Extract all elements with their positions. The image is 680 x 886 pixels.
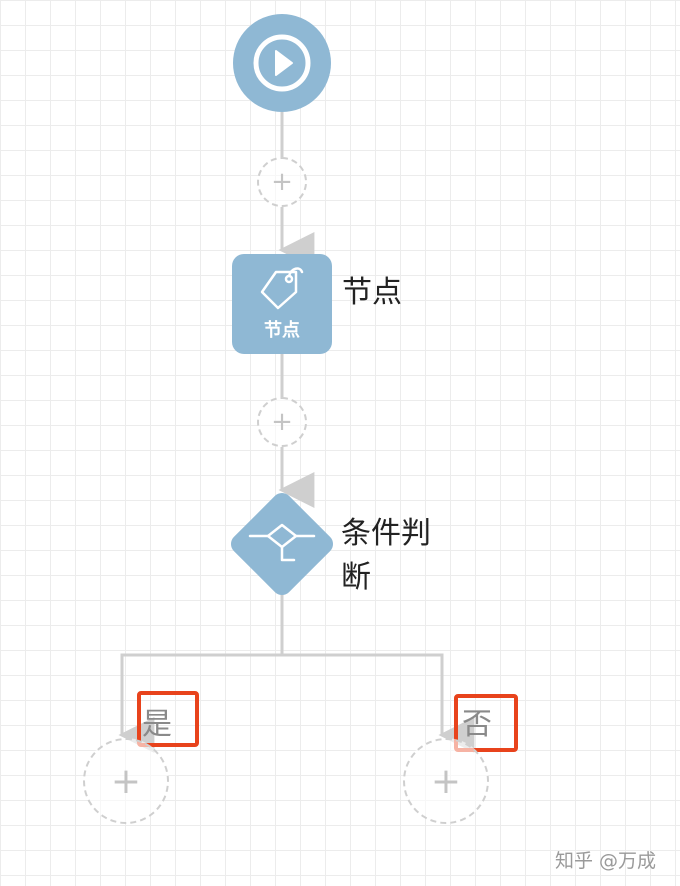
branch-no-highlight: [454, 694, 518, 752]
branch-no-label: 否: [462, 707, 492, 742]
condition-label-line1: 条件判: [341, 516, 431, 551]
add-node-button[interactable]: +: [257, 157, 307, 207]
condition-label-line2: 断: [341, 560, 371, 595]
add-branch-yes-button[interactable]: +: [83, 738, 169, 824]
branch-yes-highlight: [137, 691, 199, 747]
add-node-button[interactable]: +: [257, 397, 307, 447]
branch-icon: [248, 523, 316, 562]
tag-icon: [260, 267, 304, 310]
add-symbol: +: [110, 760, 142, 802]
condition-node-label: 条件判 断: [341, 512, 431, 600]
add-symbol: +: [271, 407, 293, 437]
task-node-label: 节点: [342, 275, 402, 310]
watermark: 知乎 @万成: [555, 850, 657, 872]
add-symbol: +: [430, 760, 462, 802]
task-node[interactable]: 节点: [232, 254, 332, 354]
start-node[interactable]: [233, 14, 331, 112]
add-symbol: +: [271, 167, 293, 197]
connector-branch-no: [282, 653, 475, 753]
add-branch-no-button[interactable]: +: [403, 738, 489, 824]
connector-branch-yes: [118, 653, 282, 753]
play-icon: [253, 34, 311, 92]
branch-yes-label: 是: [142, 707, 172, 742]
task-node-inner-label: 节点: [264, 320, 300, 341]
